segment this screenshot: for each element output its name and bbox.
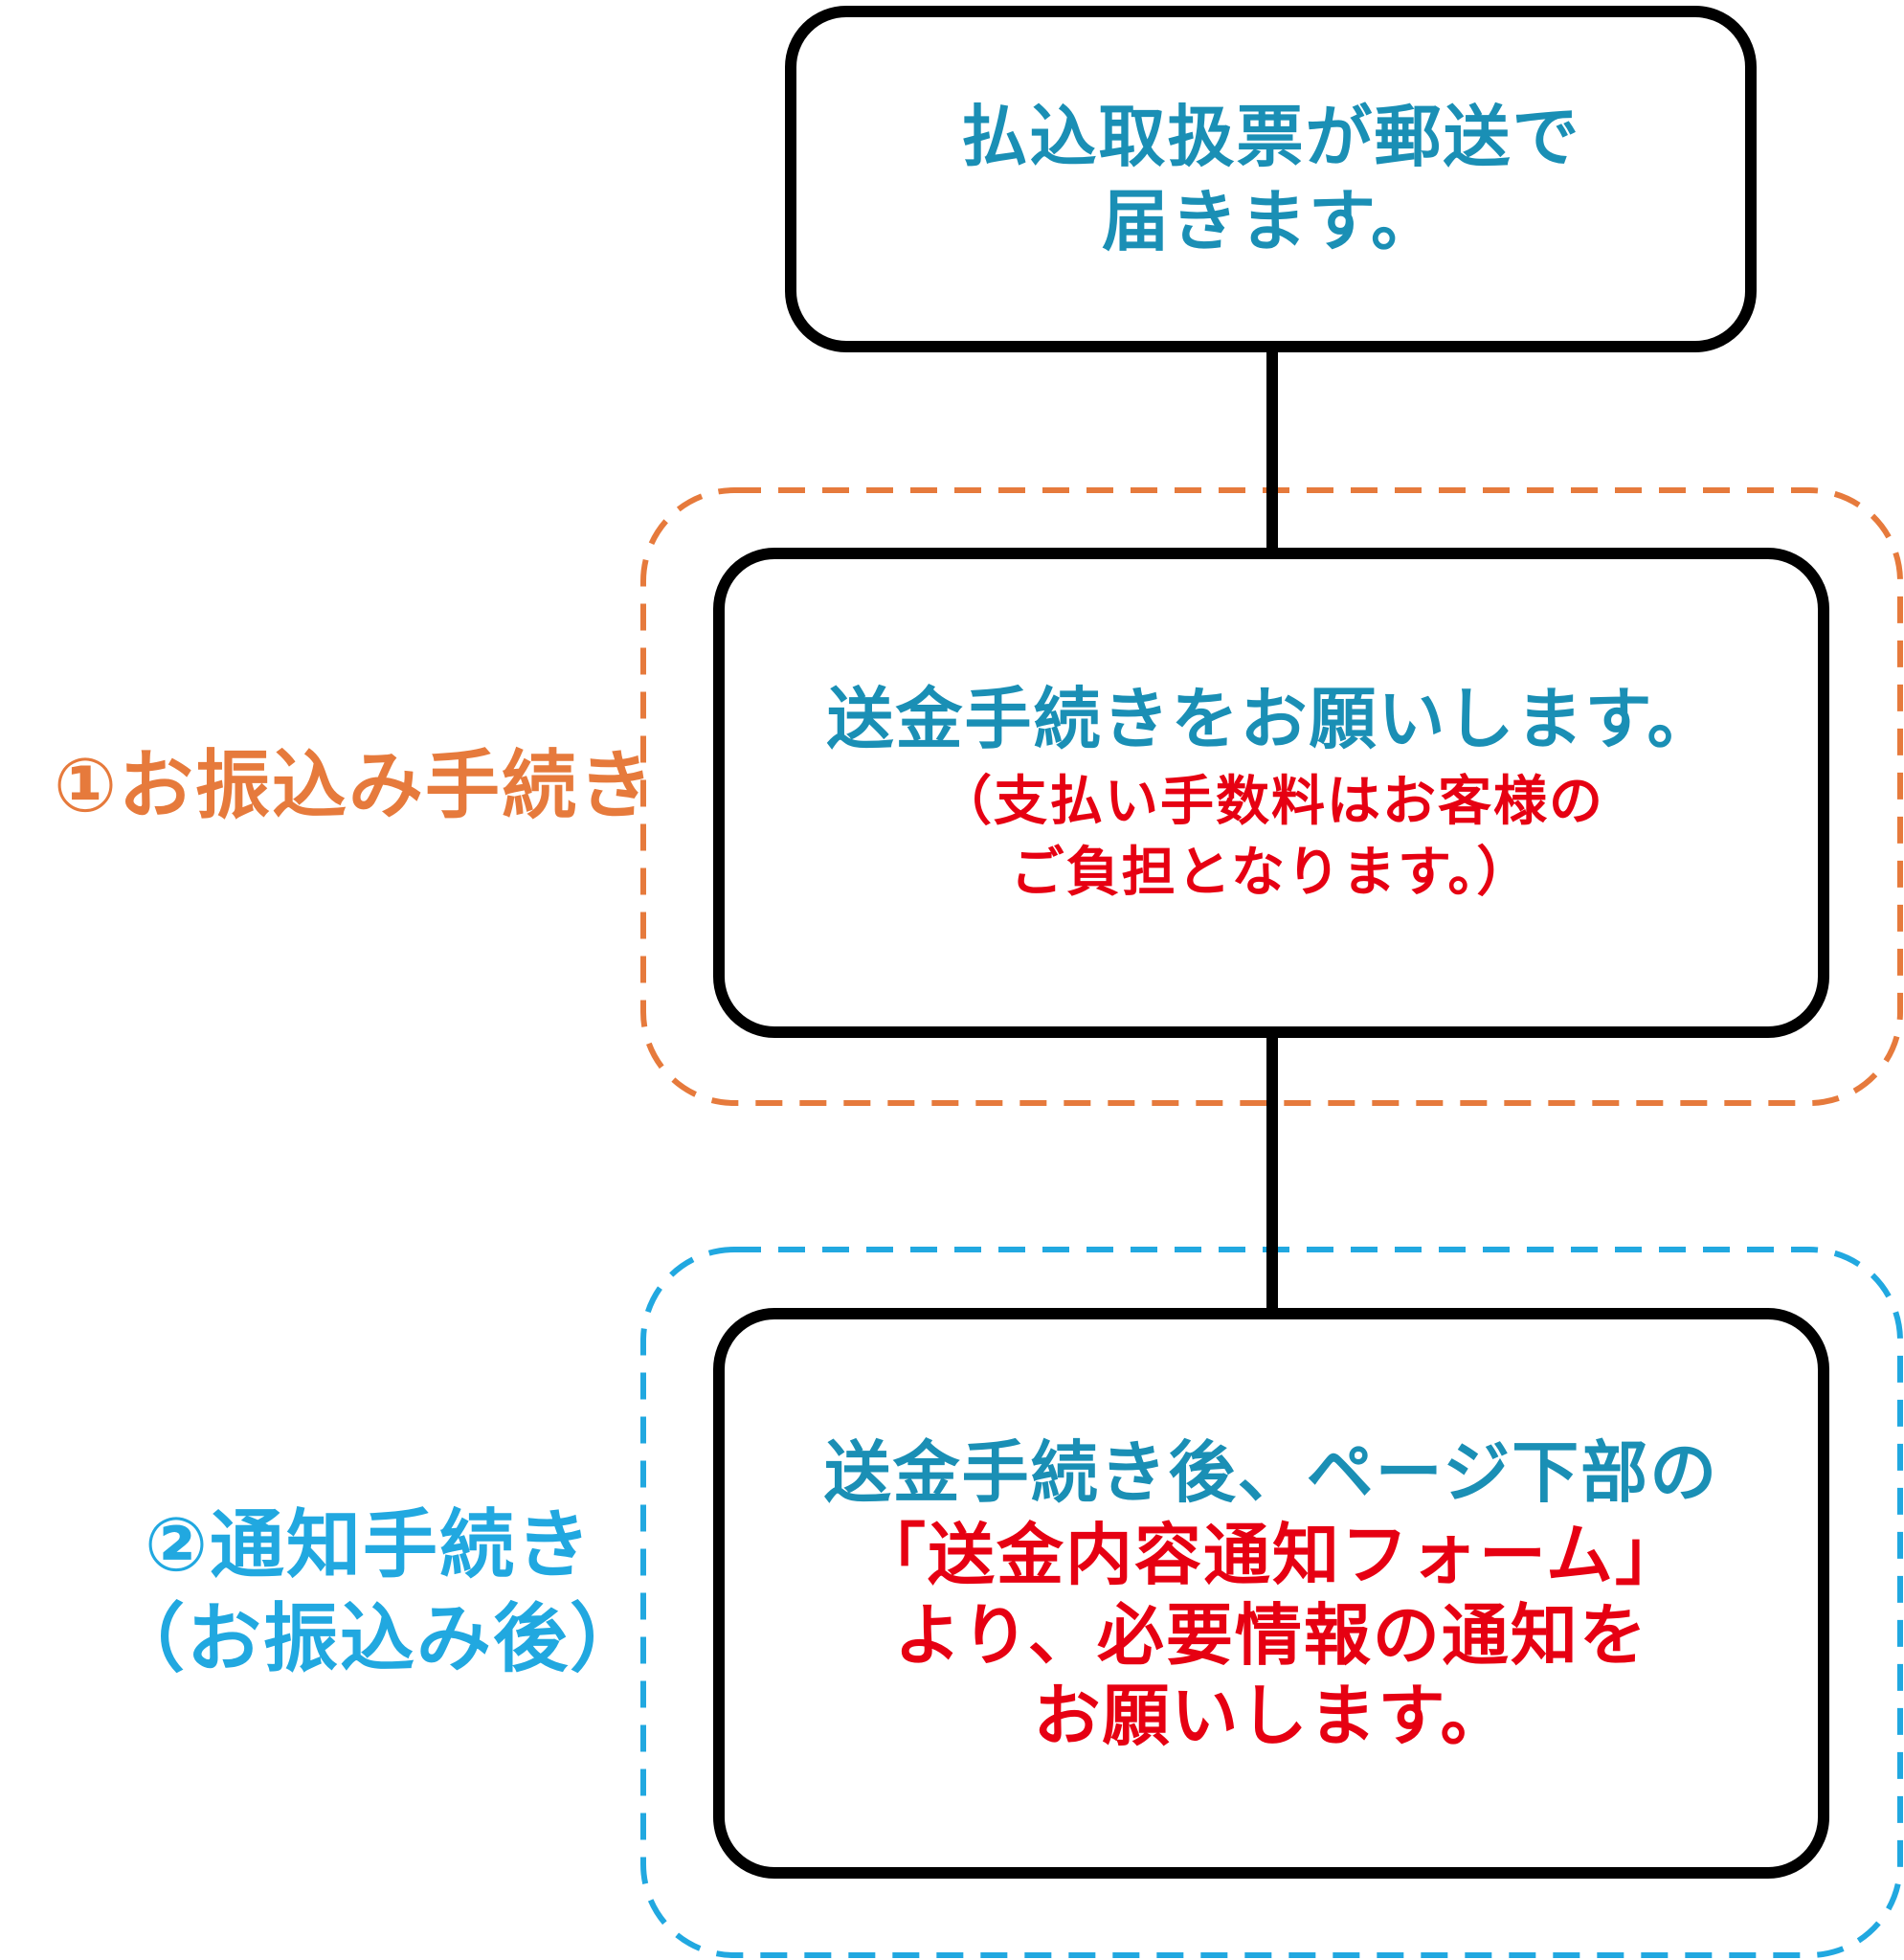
remittance-box: 送金手続きをお願いします。 （支払い手数料はお客様の ご負担となります。） [713,548,1829,1038]
step1-label: ①お振込み手続き [38,739,670,833]
notification-line-2: 「送金内容通知フォーム」 [859,1516,1684,1594]
notification-line-1: 送金手続き後、ページ下部の [823,1433,1719,1512]
step2-label: ②通知手続き （お振込み後） [110,1498,647,1686]
notification-box: 送金手続き後、ページ下部の 「送金内容通知フォーム」 より、必要情報の通知を お… [713,1308,1829,1879]
notification-line-4: お願いします。 [1033,1677,1510,1755]
step2-label-line-1: ②通知手続き [144,1502,594,1588]
payment-slip-line-2: 届きます。 [1102,182,1440,260]
payment-slip-line-1: 払込取扱票が郵送で [960,98,1581,176]
step1-label-text: ①お振込み手続き [53,743,656,829]
fee-note-line-1: （支払い手数料はお客様の [938,771,1604,833]
fee-note-line-2: ご負担となります。） [1010,842,1533,904]
payment-slip-box: 払込取扱票が郵送で 届きます。 [785,6,1757,352]
notification-line-3: より、必要情報の通知を [894,1596,1648,1675]
step2-label-line-2: （お振込み後） [110,1596,647,1682]
remittance-main-text: 送金手続きをお願いします。 [826,680,1716,758]
